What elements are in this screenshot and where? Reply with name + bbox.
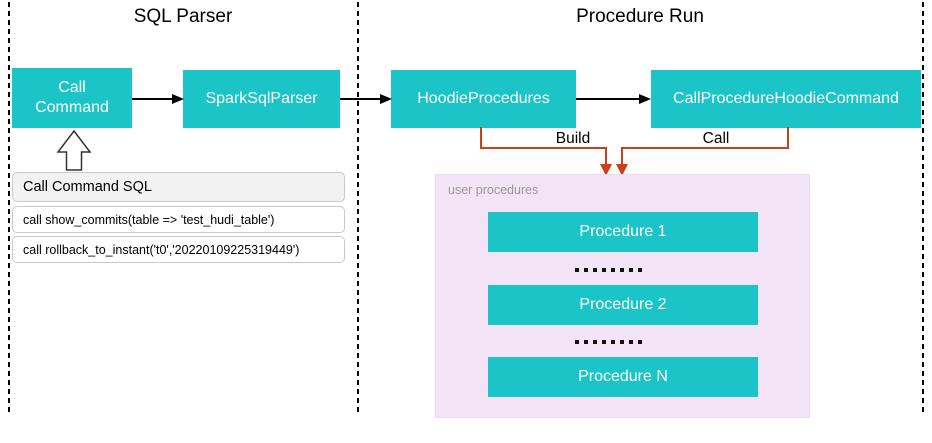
user-procedures-panel: user procedures Procedure 1 Procedure 2 …: [435, 174, 810, 418]
node-procedure-n: Procedure N: [488, 357, 758, 397]
node-hoodie-procedures: HoodieProcedures: [391, 70, 576, 128]
divider-left-dashed-line: [8, 2, 10, 416]
arrow-parser-to-procedures-icon: [340, 94, 392, 104]
sql-statement-rollback-to-instant: call rollback_to_instant('t0','202201092…: [12, 236, 345, 263]
arrow-procedures-to-command-icon: [576, 94, 651, 104]
node-procedure-1: Procedure 1: [488, 212, 758, 252]
node-call-command: Call Command: [12, 68, 132, 128]
edge-label-build: Build: [555, 130, 591, 147]
ellipsis-dots-1: [575, 268, 642, 272]
hollow-up-arrow-icon: [56, 129, 92, 171]
user-procedures-label: user procedures: [448, 183, 539, 197]
sql-panel-header: Call Command SQL: [12, 172, 345, 202]
build-call-connector-arrows-icon: [480, 127, 789, 176]
section-title-procedure-run: Procedure Run: [576, 6, 704, 27]
section-title-sql-parser: SQL Parser: [133, 6, 233, 27]
edge-label-call: Call: [702, 130, 730, 147]
node-spark-sql-parser: SparkSqlParser: [183, 70, 340, 128]
arrow-call-command-to-parser-icon: [132, 94, 184, 104]
sql-statement-show-commits: call show_commits(table => 'test_hudi_ta…: [12, 206, 345, 233]
divider-middle-dashed-line: [357, 2, 359, 416]
ellipsis-dots-2: [575, 340, 642, 344]
node-call-procedure-hoodie-command: CallProcedureHoodieCommand: [651, 70, 921, 128]
divider-right-dashed-line: [922, 2, 924, 416]
node-procedure-2: Procedure 2: [488, 285, 758, 325]
